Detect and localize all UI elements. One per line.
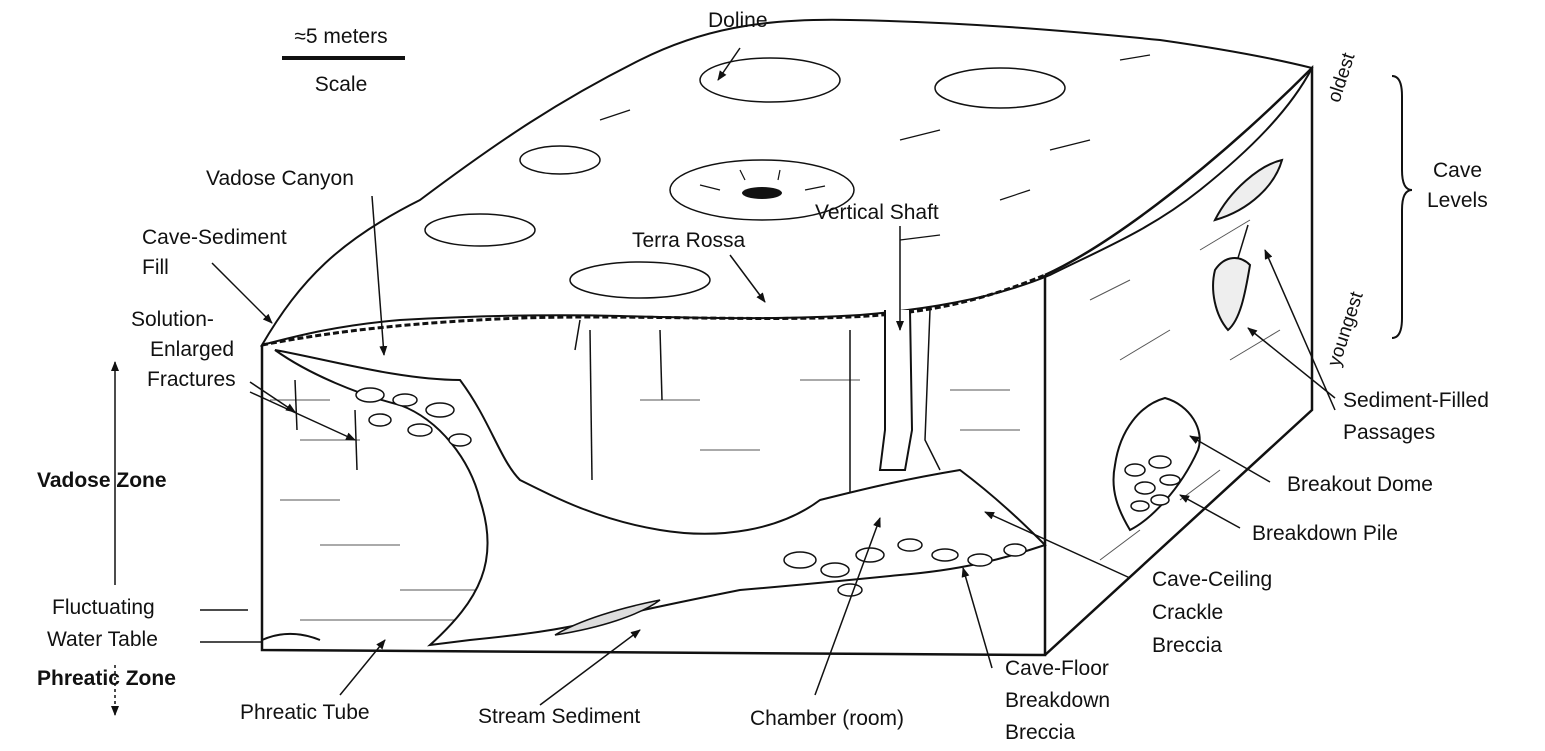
label-chamber: Chamber (room) xyxy=(750,707,905,730)
label-stream-sediment: Stream Sediment xyxy=(478,705,641,728)
sediment-filled-passage-upper xyxy=(1213,158,1284,222)
block-front-face xyxy=(260,275,1047,657)
label-cave-floor-breakdown-breccia: Breakdown xyxy=(1005,689,1111,712)
doline-depression xyxy=(934,67,1066,109)
solution-fractures xyxy=(294,319,851,500)
label-doline: Doline xyxy=(708,9,768,32)
surface-hachures xyxy=(599,54,1151,241)
label-solution-enlarged-fractures: Enlarged xyxy=(150,338,235,361)
label-cave-floor-breakdown-breccia: Cave-Floor xyxy=(1005,657,1109,680)
passage-link xyxy=(1237,224,1249,259)
label-phreatic-tube: Phreatic Tube xyxy=(240,701,370,724)
label-cave-ceiling-crackle-breccia: Breccia xyxy=(1152,634,1223,657)
stream-sediment-lens xyxy=(554,599,661,636)
label-vadose-zone: Vadose Zone xyxy=(37,469,167,492)
label-cave-ceiling-crackle-breccia: Cave-Ceiling xyxy=(1152,568,1273,591)
label-solution-enlarged-fractures: Solution- xyxy=(131,308,214,331)
vertical-shaft-wall xyxy=(924,309,941,471)
label-solution-enlarged-fractures: Fractures xyxy=(147,368,236,391)
label-vadose-canyon: Vadose Canyon xyxy=(206,167,354,190)
cave-levels-bracket xyxy=(1391,75,1413,339)
label-cave-levels: Levels xyxy=(1427,189,1488,212)
doline-depression xyxy=(669,159,855,221)
sediment-filled-passage-lower xyxy=(1212,257,1252,332)
label-cave-floor-breakdown-breccia: Breccia xyxy=(1005,721,1076,744)
terra-rossa-band xyxy=(261,273,1046,347)
doline-depression xyxy=(699,57,841,103)
scale-caption: Scale xyxy=(314,73,368,96)
doline-depression xyxy=(519,145,601,175)
scale-value: ≈5 meters xyxy=(294,25,388,48)
doline-sinkhole xyxy=(742,187,782,199)
label-fluctuating-water-table: Water Table xyxy=(47,628,158,651)
leader-lines xyxy=(211,47,1336,706)
label-breakdown-pile: Breakdown Pile xyxy=(1252,522,1398,545)
label-cave-sediment-fill: Fill xyxy=(142,256,169,279)
label-vertical-shaft: Vertical Shaft xyxy=(815,201,939,224)
land-surface xyxy=(259,18,1314,347)
breakdown-blocks xyxy=(355,387,1027,597)
label-cave-ceiling-crackle-breccia: Crackle xyxy=(1152,601,1224,624)
breakdown-pile-blocks xyxy=(1124,455,1181,512)
block-side-face xyxy=(1044,64,1314,656)
label-cave-levels: Cave xyxy=(1433,159,1483,182)
phreatic-tube-feature xyxy=(261,633,321,641)
label-cave-sediment-fill: Cave-Sediment xyxy=(142,226,287,249)
doline-depression xyxy=(424,213,536,247)
doline-depression xyxy=(569,261,711,299)
label-sediment-filled-passages: Passages xyxy=(1343,421,1436,444)
label-phreatic-zone: Phreatic Zone xyxy=(37,667,176,690)
label-fluctuating-water-table: Fluctuating xyxy=(52,596,155,619)
label-breakout-dome: Breakout Dome xyxy=(1287,473,1433,496)
label-terra-rossa: Terra Rossa xyxy=(632,229,746,252)
label-sediment-filled-passages: Sediment-Filled xyxy=(1343,389,1489,412)
vertical-shaft xyxy=(878,309,914,471)
